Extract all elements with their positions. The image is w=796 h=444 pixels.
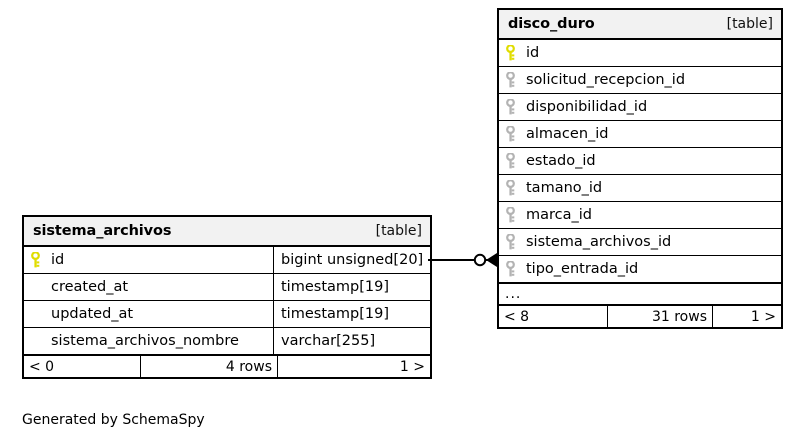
foreign-key-icon	[505, 72, 524, 88]
table-row[interactable]: solicitud_recepcion_id	[499, 67, 781, 94]
foreign-key-icon	[505, 99, 524, 115]
table-row[interactable]: id	[499, 40, 781, 67]
column-name-cell: id	[499, 40, 781, 66]
foreign-key-icon	[505, 234, 524, 250]
column-name-cell: sistema_archivos_nombre	[24, 328, 273, 354]
relationship-connector-sistema-archivos-to-disco-duro	[428, 253, 497, 267]
column-label: sistema_archivos_nombre	[51, 333, 239, 349]
table-kind-tag: [table]	[375, 223, 422, 239]
next-page-button[interactable]: 1 >	[712, 306, 781, 327]
foreign-key-icon	[505, 126, 524, 142]
column-name-cell: disponibilidad_id	[499, 94, 781, 120]
column-label: created_at	[51, 279, 129, 295]
column-name-cell: id	[24, 247, 273, 273]
table-title: disco_duro	[508, 16, 595, 32]
foreign-key-icon	[505, 153, 524, 169]
column-label: estado_id	[526, 153, 596, 169]
column-label: sistema_archivos_id	[526, 234, 672, 250]
table-row[interactable]: tipo_entrada_id	[499, 256, 781, 283]
column-type-cell: timestamp[19]	[273, 301, 430, 327]
column-name-cell: estado_id	[499, 148, 781, 174]
table-row[interactable]: marca_id	[499, 202, 781, 229]
column-label: updated_at	[51, 306, 134, 322]
column-name-cell: marca_id	[499, 202, 781, 228]
column-name-cell: tipo_entrada_id	[499, 256, 781, 282]
column-label: tamano_id	[526, 180, 603, 196]
table-row-sistema-archivos-id[interactable]: sistema_archivos_id	[499, 229, 781, 256]
column-label: id	[526, 45, 540, 61]
column-label: almacen_id	[526, 126, 609, 142]
primary-key-icon	[505, 45, 524, 61]
generator-credit: Generated by SchemaSpy	[22, 412, 205, 428]
foreign-key-icon	[505, 180, 524, 196]
foreign-key-icon	[505, 261, 524, 277]
column-label: marca_id	[526, 207, 592, 223]
column-name-cell: almacen_id	[499, 121, 781, 147]
column-type-cell: bigint unsigned[20]	[273, 247, 430, 273]
column-type-cell: timestamp[19]	[273, 274, 430, 300]
table-row[interactable]: sistema_archivos_nombre varchar[255]	[24, 328, 430, 355]
table-row[interactable]: disponibilidad_id	[499, 94, 781, 121]
table-kind-tag: [table]	[726, 16, 773, 32]
column-label: id	[51, 252, 65, 268]
table-row[interactable]: id bigint unsigned[20]	[24, 247, 430, 274]
column-label: solicitud_recepcion_id	[526, 72, 686, 88]
column-type-cell: varchar[255]	[273, 328, 430, 354]
table-title: sistema_archivos	[33, 223, 172, 239]
table-row[interactable]: created_at timestamp[19]	[24, 274, 430, 301]
table-disco-duro[interactable]: disco_duro [table] id	[497, 8, 783, 329]
table-row[interactable]: almacen_id	[499, 121, 781, 148]
foreign-key-icon	[505, 207, 524, 223]
column-name-cell: tamano_id	[499, 175, 781, 201]
column-label: tipo_entrada_id	[526, 261, 639, 277]
table-header-disco-duro: disco_duro [table]	[499, 10, 781, 40]
column-name-cell: solicitud_recepcion_id	[499, 67, 781, 93]
table-row[interactable]: tamano_id	[499, 175, 781, 202]
table-footer-sistema-archivos: < 0 4 rows 1 >	[24, 355, 430, 377]
table-row[interactable]: estado_id	[499, 148, 781, 175]
column-name-cell: created_at	[24, 274, 273, 300]
next-page-button[interactable]: 1 >	[277, 356, 430, 377]
column-name-cell: sistema_archivos_id	[499, 229, 781, 255]
table-sistema-archivos[interactable]: sistema_archivos [table] id bigint unsig…	[22, 215, 432, 379]
table-row[interactable]: updated_at timestamp[19]	[24, 301, 430, 328]
table-header-sistema-archivos: sistema_archivos [table]	[24, 217, 430, 247]
row-count-label: 31 rows	[607, 306, 712, 327]
primary-key-icon	[30, 252, 49, 268]
column-name-cell: updated_at	[24, 301, 273, 327]
table-footer-disco-duro: < 8 31 rows 1 >	[499, 305, 781, 327]
row-count-label: 4 rows	[140, 356, 277, 377]
more-columns-ellipsis: ...	[499, 283, 781, 305]
column-label: disponibilidad_id	[526, 99, 648, 115]
prev-page-button[interactable]: < 8	[504, 308, 530, 325]
prev-page-button[interactable]: < 0	[29, 358, 55, 375]
